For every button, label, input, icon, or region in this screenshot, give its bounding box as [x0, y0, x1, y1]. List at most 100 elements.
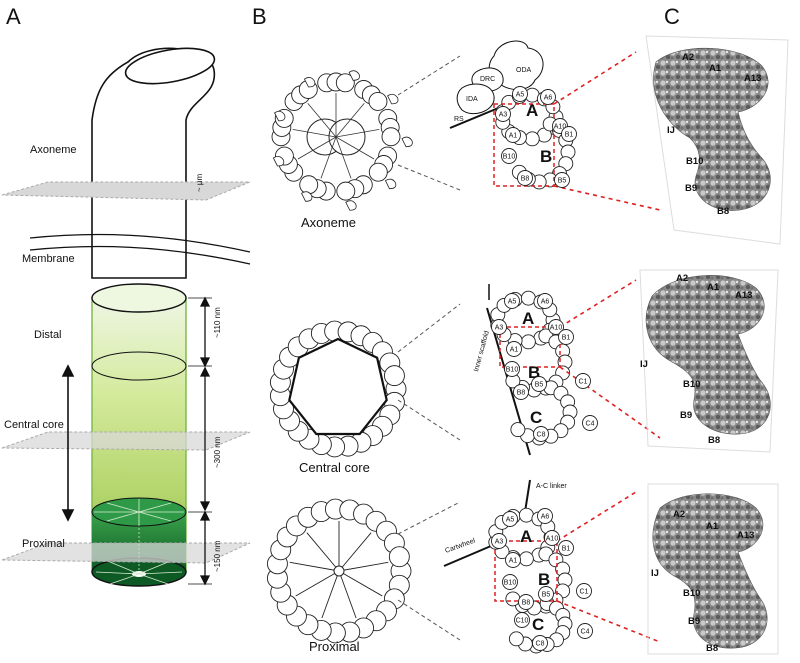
labeled-protofilament: C8 [533, 426, 549, 442]
lbl-inner-scaffold: Inner scaffold [473, 330, 491, 372]
doublet-tubule [368, 92, 388, 111]
lbl-prox-c: C [532, 615, 544, 634]
cryo-frame-middle [639, 269, 779, 453]
protofilament-circle [491, 533, 507, 549]
triplet-tubule [388, 546, 410, 568]
lbl-core-a: A [522, 309, 534, 328]
c2-b10: B10 [683, 379, 700, 390]
panel-label-c: C [664, 4, 680, 29]
protofilament-circle [504, 361, 520, 377]
protofilament-circle [502, 511, 518, 527]
protofilament-label: C8 [536, 641, 545, 648]
labeled-protofilament: C10 [514, 612, 530, 628]
protofilament-label: A1 [509, 133, 518, 140]
cartwheel-hub-section [333, 565, 345, 577]
labeled-protofilament: A1 [505, 127, 521, 143]
caption-central-core: Central core [299, 460, 370, 475]
protofilament-label: C8 [537, 432, 546, 439]
protofilament-label: B10 [506, 367, 519, 374]
label-central-core: Central core [4, 419, 64, 431]
lbl-ac-linker: A-C linker [536, 483, 567, 490]
label-distal: Distal [34, 329, 62, 341]
c1-a1: A1 [709, 63, 722, 74]
cryo-map-axoneme: A2 A1 A13 IJ B10 B9 B8 [645, 35, 789, 245]
dynein-arm [274, 110, 286, 122]
labeled-protofilament: A6 [540, 89, 556, 105]
cartwheel-spoke [338, 570, 383, 597]
protofilament-label: A6 [541, 299, 550, 306]
lbl-cartwheel: Cartwheel [444, 537, 476, 555]
protofilament-label: B5 [542, 592, 551, 599]
protofilament-circle [491, 319, 507, 335]
a-protofilament [520, 334, 536, 350]
protofilament-label: C10 [516, 618, 529, 625]
labeled-protofilament: A3 [495, 106, 511, 122]
radial-spoke-line [297, 136, 337, 160]
protofilament-label: A10 [546, 536, 559, 543]
dynein-arm [348, 70, 360, 81]
c2-a1: A1 [707, 282, 720, 293]
caption-proximal: Proximal [309, 639, 360, 654]
labeled-protofilament: A1 [505, 552, 521, 568]
protofilament-circle [558, 329, 574, 345]
protofilament-circle [505, 127, 521, 143]
protofilament-circle [506, 341, 522, 357]
cartwheel-spoke [295, 570, 340, 597]
c2-ij: IJ [640, 359, 648, 370]
labeled-protofilament: B10 [501, 148, 517, 164]
protofilament-label: B10 [503, 154, 516, 161]
protofilament-label: A5 [506, 517, 515, 524]
labeled-protofilament: B8 [517, 170, 533, 186]
a-protofilament [518, 551, 534, 567]
labeled-protofilament: C1 [576, 583, 592, 599]
dynein-arm [401, 136, 413, 148]
cryo-map-proximal: A2 A1 A13 IJ B10 B9 B8 [647, 483, 779, 655]
labeled-protofilament: B5 [538, 586, 554, 602]
density-axoneme [653, 47, 771, 211]
membrane-line-2 [29, 245, 251, 265]
protofilament-circle [558, 540, 574, 556]
label-membrane: Membrane [22, 253, 75, 265]
protofilament-circle [554, 172, 570, 188]
radial-spoke-line [292, 128, 337, 138]
cartwheel-spoke [306, 532, 340, 572]
protofilament-label: A6 [544, 95, 553, 102]
dimension-arrows [188, 296, 212, 586]
lbl-prox-a: A [520, 527, 532, 546]
central-core-cross-section [269, 320, 407, 458]
central-core-extent-arrow [61, 364, 75, 522]
cryo-frame-bottom [647, 483, 779, 655]
protofilament-circle [501, 148, 517, 164]
protofilament-circle [531, 376, 547, 392]
a-protofilament [520, 290, 536, 306]
doublet-tubule [299, 175, 319, 195]
c3-ij: IJ [651, 568, 659, 579]
labeled-protofilament: A3 [491, 319, 507, 335]
dim-300: ~300 nm [213, 436, 222, 468]
c2-b9: B9 [680, 410, 692, 421]
lbl-oda: ODA [516, 67, 532, 74]
labeled-protofilament: B8 [513, 384, 529, 400]
zoom-lines-b [397, 55, 461, 641]
protofilament-label: B8 [521, 176, 530, 183]
lbl-drc: DRC [480, 76, 495, 83]
proximal-triplet-detail: A-C linker Cartwheel A B C [443, 479, 573, 654]
radial-spoke-line [307, 103, 337, 138]
labeled-protofilament: B5 [554, 172, 570, 188]
protofilament-circle [532, 635, 548, 651]
core-crop-box [499, 326, 561, 368]
c-protofilament [510, 422, 526, 438]
axoneme-crop-box [493, 103, 555, 187]
protofilament-label: A5 [516, 92, 525, 99]
label-axoneme: Axoneme [30, 144, 76, 156]
cylinder-top [91, 283, 187, 313]
labeled-protofilament: C4 [577, 623, 593, 639]
doublet-tubule [335, 73, 355, 93]
c2-a2: A2 [676, 273, 688, 284]
labeled-protofilament: C1 [575, 373, 591, 389]
protofilament-label: C1 [580, 589, 589, 596]
c2-b8: B8 [708, 435, 720, 446]
labeled-protofilament: A10 [544, 530, 560, 546]
c-protofilament [508, 631, 524, 647]
